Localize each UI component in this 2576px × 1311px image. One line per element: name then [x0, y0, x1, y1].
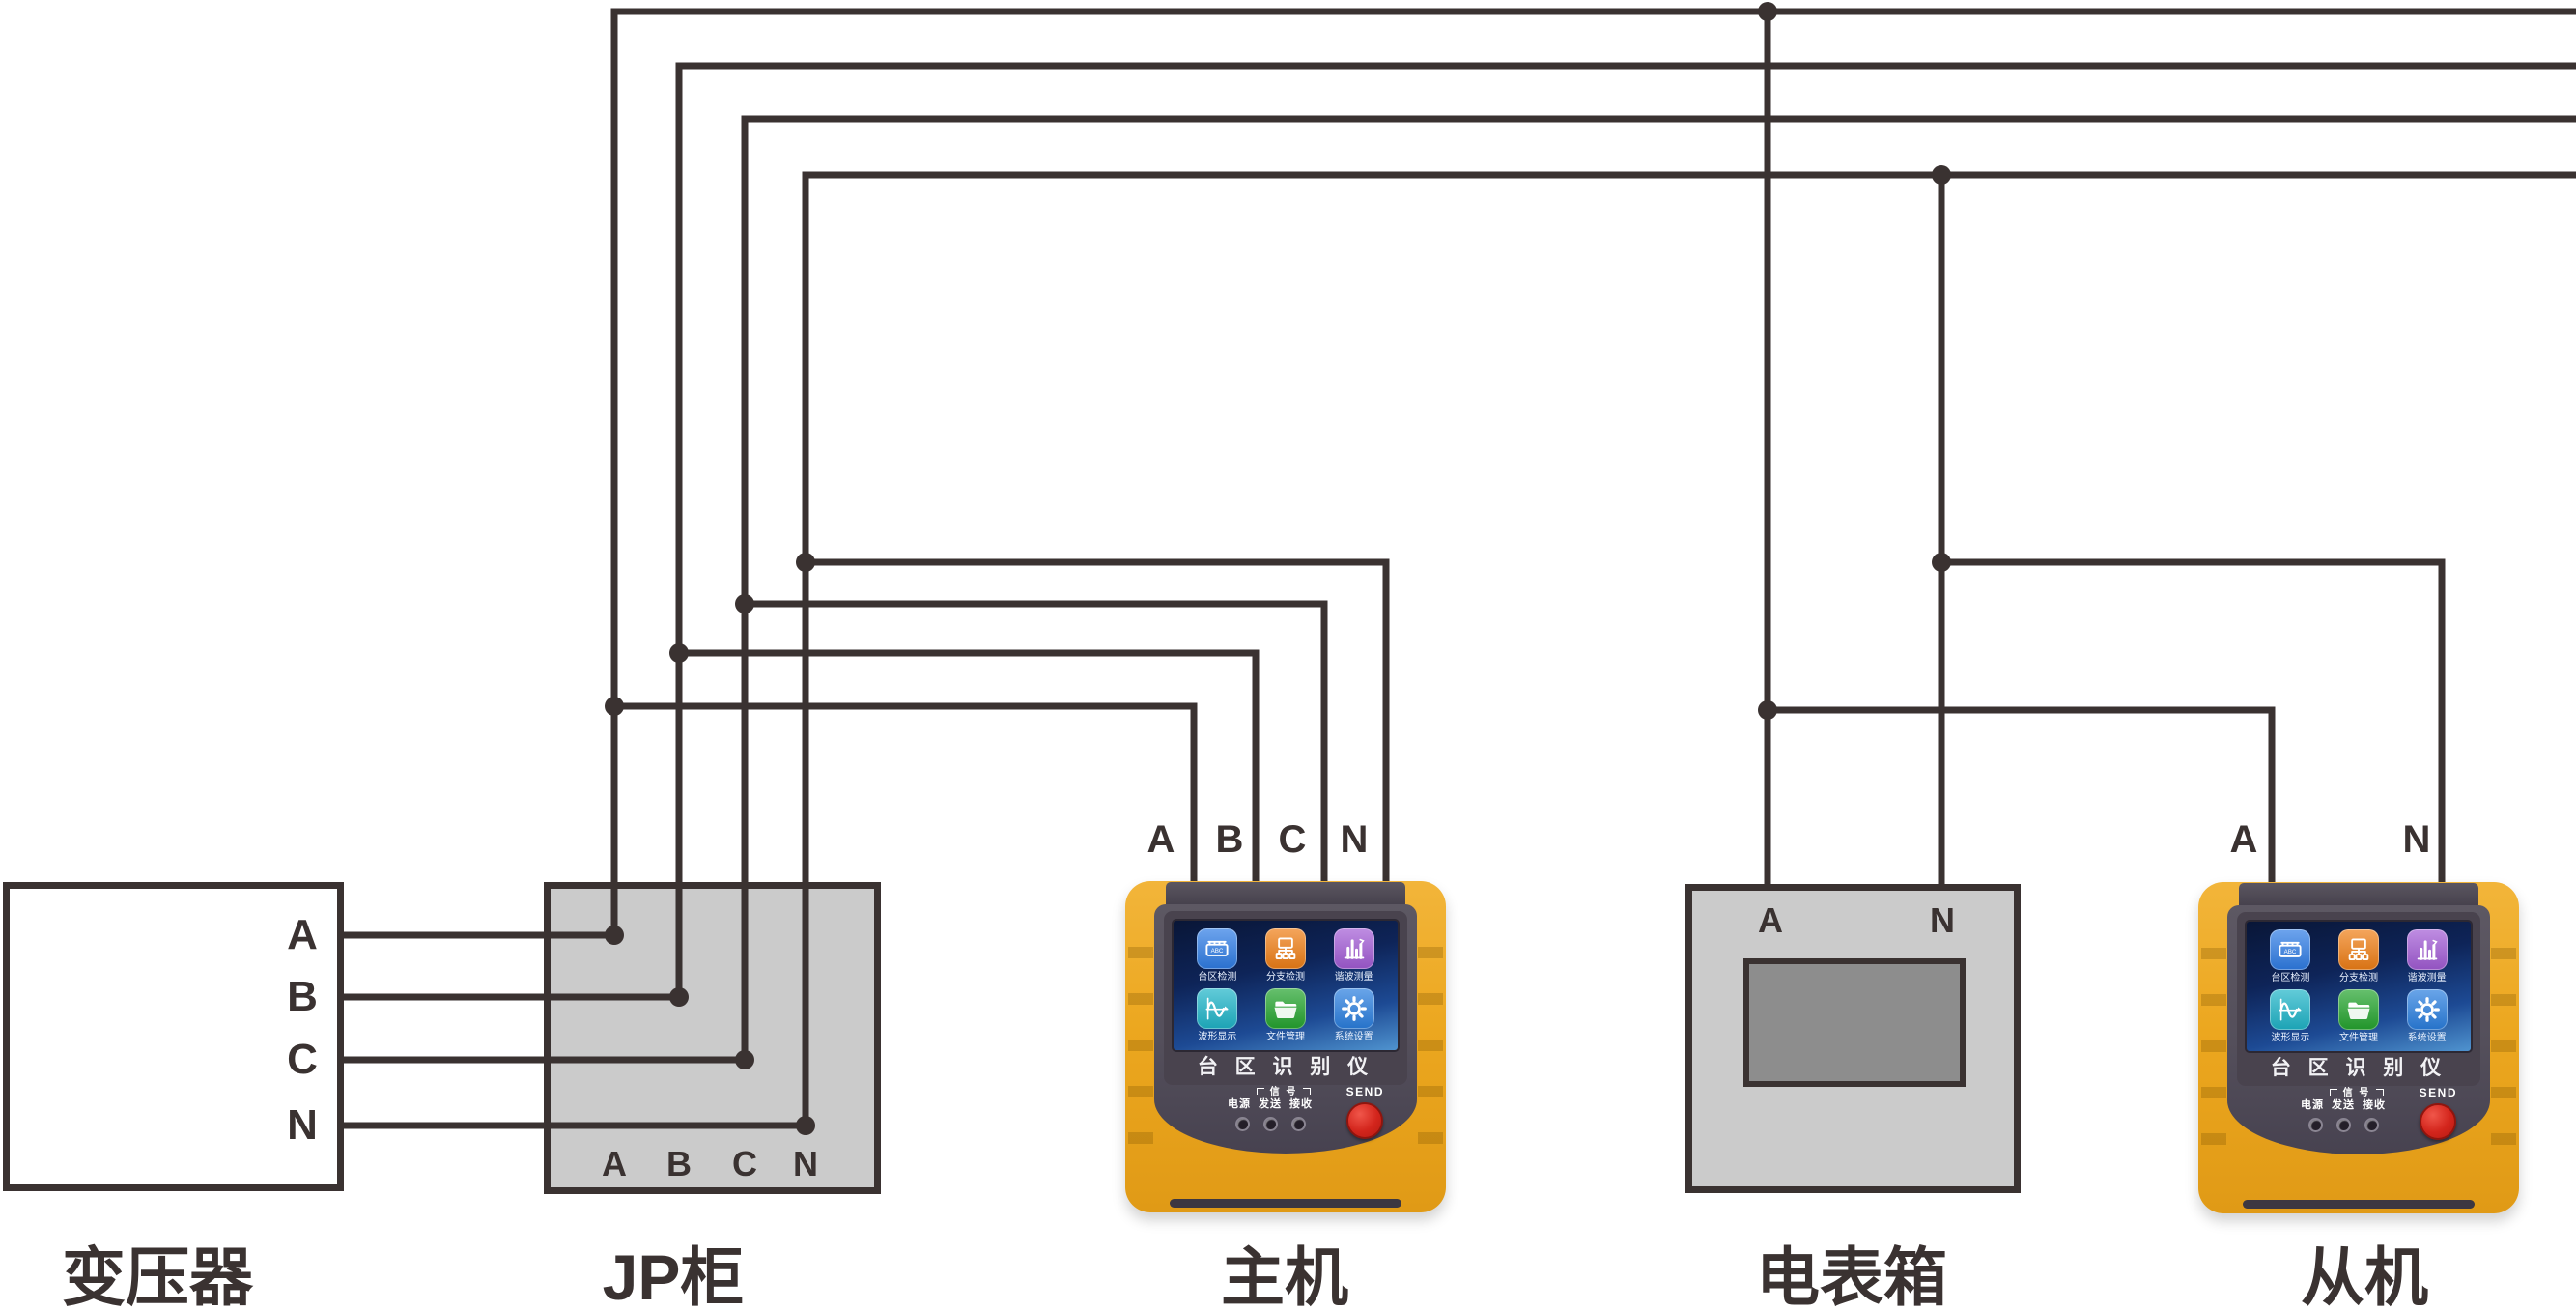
slave-right-bumper: [2491, 913, 2516, 1169]
send-led-label: 发送: [1259, 1098, 1282, 1110]
send-led-label: 发送: [2332, 1099, 2355, 1111]
send-button-label: SEND: [1345, 1085, 1384, 1098]
branch-detect-icon[interactable]: [2337, 929, 2379, 970]
harmonic-measure-icon[interactable]: [1333, 928, 1374, 969]
wire-bus-a: [610, 8, 2576, 935]
slave-control-area: 信 号 电源 发送 接收 SEND: [2237, 1086, 2480, 1144]
jp-terminal-n: N: [793, 1144, 818, 1183]
junction-dot: [1932, 553, 1951, 572]
wire-host-a: [614, 702, 1198, 887]
host-base-stripe: [1170, 1199, 1401, 1208]
wire-slave-n: [1941, 558, 2446, 885]
junction-dot: [796, 553, 815, 572]
host-left-bumper: [1128, 912, 1153, 1168]
host-control-area: 信 号 电源 发送 接收 SEND: [1164, 1085, 1407, 1143]
file-manage-icon[interactable]: [1264, 988, 1306, 1029]
host-brand-text: 台 区 识 别 仪: [1197, 1056, 1374, 1078]
junction-dot: [735, 594, 754, 613]
junction-dot: [605, 697, 624, 716]
transformer-caption: 变压器: [62, 1241, 253, 1311]
meter-caption: 电表箱: [1756, 1241, 1947, 1311]
receive-led-label: 接收: [2363, 1099, 2386, 1111]
power-led: [2307, 1118, 2323, 1132]
system-settings-icon[interactable]: [1333, 988, 1374, 1029]
slave-terminal-a: A: [2229, 818, 2258, 861]
send-led: [2335, 1118, 2351, 1132]
power-led-label: 电源: [2301, 1099, 2324, 1111]
meter-terminal-n: N: [1930, 900, 1955, 940]
receive-led-label: 接收: [1289, 1098, 1313, 1110]
waveform-display-icon[interactable]: [2270, 989, 2311, 1030]
junction-dot: [1932, 165, 1951, 185]
host-terminal-c: C: [1278, 818, 1307, 861]
slave-left-bumper: [2201, 913, 2226, 1169]
signal-bracket-label: 信 号: [1257, 1087, 1311, 1097]
slave-brand-text: 台 区 识 别 仪: [2270, 1057, 2448, 1079]
transformer-terminal-n: N: [287, 1101, 318, 1149]
slave-base-stripe: [2243, 1200, 2475, 1209]
send-led: [1262, 1117, 1278, 1131]
meter-window: [1743, 958, 1966, 1087]
waveform-display-icon[interactable]: [1197, 988, 1238, 1029]
junction-dot: [1758, 2, 1777, 21]
jp-cabinet-box: A B C N: [544, 882, 881, 1194]
host-terminal-n: N: [1340, 818, 1369, 861]
svg-text:ABC: ABC: [2284, 949, 2297, 955]
svg-text:ABC: ABC: [1211, 948, 1224, 955]
district-detect-icon[interactable]: ABC: [1197, 928, 1238, 969]
file-manage-icon[interactable]: [2337, 989, 2379, 1030]
host-led-group: 信 号 电源 发送 接收: [1228, 1087, 1313, 1131]
meter-box: A N: [1685, 884, 2021, 1193]
transformer-terminal-b: B: [287, 973, 318, 1020]
wire-bus-b: [675, 62, 2576, 997]
host-caption: 主机: [1221, 1241, 1348, 1311]
transformer-box: A B C N: [3, 882, 344, 1191]
jp-terminal-c: C: [732, 1144, 757, 1183]
send-button-label: SEND: [2419, 1086, 2457, 1099]
slave-caption: 从机: [2301, 1241, 2428, 1311]
meter-terminal-a: A: [1758, 900, 1783, 940]
host-terminal-a: A: [1146, 818, 1175, 861]
send-button[interactable]: [2420, 1103, 2457, 1140]
transformer-terminal-c: C: [287, 1036, 318, 1083]
district-detect-icon[interactable]: ABC: [2270, 929, 2311, 970]
branch-detect-icon[interactable]: [1264, 928, 1306, 969]
jp-terminal-b: B: [666, 1144, 692, 1183]
jp-terminal-a: A: [602, 1144, 627, 1183]
signal-bracket-label: 信 号: [2330, 1088, 2384, 1098]
host-right-bumper: [1418, 912, 1443, 1168]
wire-slave-a: [1768, 706, 2276, 885]
send-button[interactable]: [1346, 1102, 1384, 1139]
power-led-label: 电源: [1228, 1098, 1251, 1110]
receive-led: [1290, 1117, 1306, 1131]
power-led: [1234, 1117, 1250, 1131]
slave-terminal-n: N: [2402, 818, 2431, 861]
system-settings-icon[interactable]: [2406, 989, 2448, 1030]
harmonic-measure-icon[interactable]: [2406, 929, 2448, 970]
junction-dot: [1758, 700, 1777, 720]
receive-led: [2364, 1118, 2379, 1132]
host-terminal-b: B: [1215, 818, 1244, 861]
slave-led-group: 信 号 电源 发送 接收: [2301, 1088, 2386, 1132]
junction-dot: [669, 643, 689, 663]
jp-caption: JP柜: [602, 1241, 745, 1311]
transformer-terminal-a: A: [287, 911, 318, 958]
